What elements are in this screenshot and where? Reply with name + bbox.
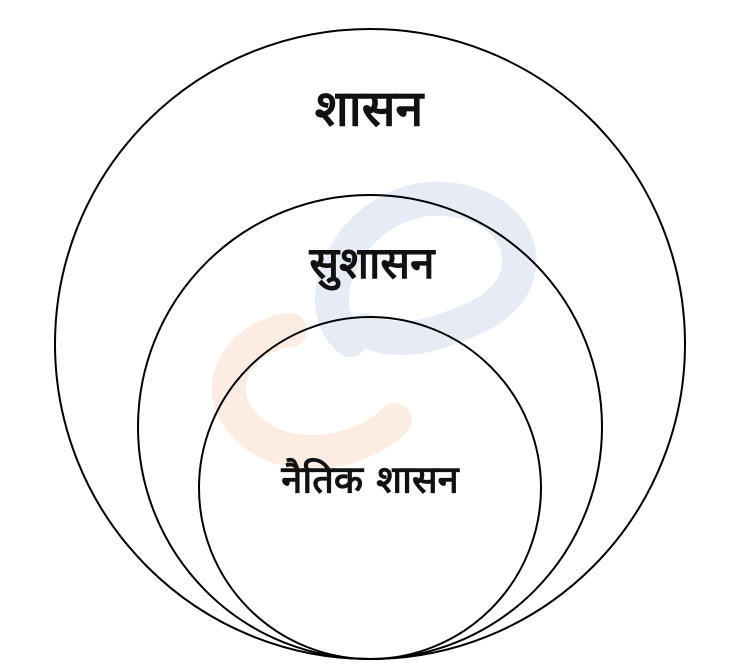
outer-circle-label: शासन [315, 80, 426, 138]
middle-circle-label: सुशासन [308, 238, 436, 291]
inner-circle [198, 316, 542, 660]
inner-circle-label: नैतिक शासन [280, 458, 460, 502]
watermark-logo-icon [211, 181, 537, 470]
